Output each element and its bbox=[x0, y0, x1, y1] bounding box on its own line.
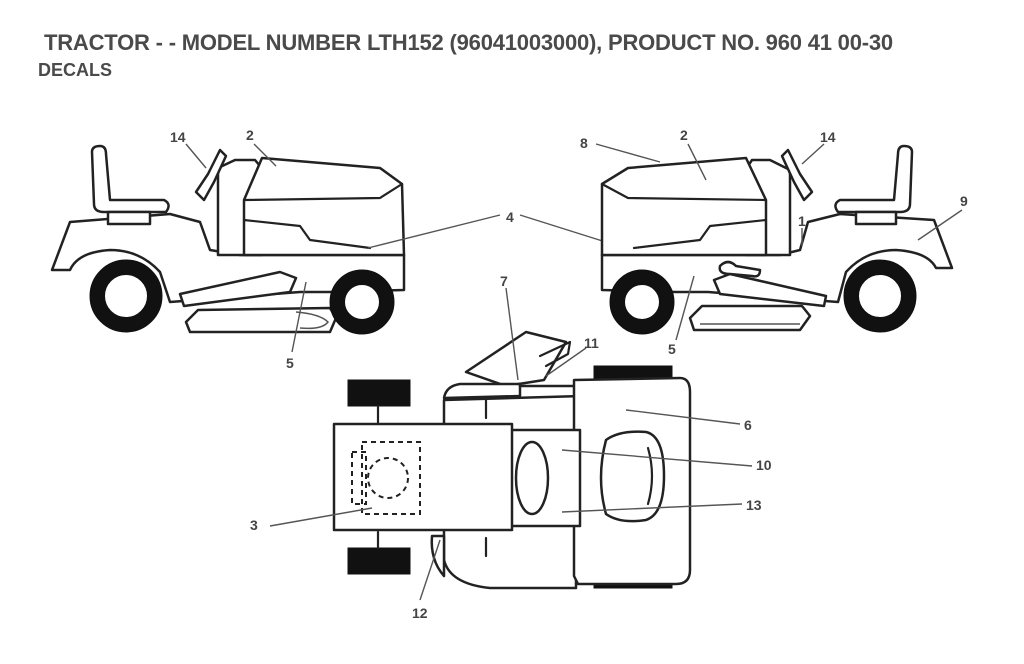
callout-6: 6 bbox=[744, 417, 752, 433]
tractor-right-side-view bbox=[600, 144, 954, 335]
left-view-leaders bbox=[185, 143, 613, 353]
callout-13: 13 bbox=[746, 497, 762, 513]
top-view-leaders bbox=[269, 287, 753, 601]
callout-5-right: 5 bbox=[668, 341, 676, 357]
callout-10: 10 bbox=[756, 457, 772, 473]
callout-labels: 14 2 4 5 8 2 14 9 1 5 7 11 6 10 13 3 12 bbox=[170, 127, 968, 621]
callout-14-left: 14 bbox=[170, 129, 186, 145]
tractor-left-side-view bbox=[50, 144, 406, 335]
callout-14-right: 14 bbox=[820, 129, 836, 145]
callout-7: 7 bbox=[500, 273, 508, 289]
callout-5-left: 5 bbox=[286, 355, 294, 371]
page-title: TRACTOR - - MODEL NUMBER LTH152 (9604100… bbox=[44, 30, 893, 55]
callout-1: 1 bbox=[798, 213, 806, 229]
callout-4: 4 bbox=[506, 209, 514, 225]
callout-12: 12 bbox=[412, 605, 428, 621]
callout-8: 8 bbox=[580, 135, 588, 151]
callout-3: 3 bbox=[250, 517, 258, 533]
callout-2-right: 2 bbox=[680, 127, 688, 143]
callout-11: 11 bbox=[584, 335, 599, 351]
right-view-leaders bbox=[595, 143, 963, 341]
callout-9: 9 bbox=[960, 193, 968, 209]
page-subtitle: DECALS bbox=[38, 60, 113, 80]
tractor-top-view bbox=[332, 330, 692, 590]
callout-2-left: 2 bbox=[246, 127, 254, 143]
